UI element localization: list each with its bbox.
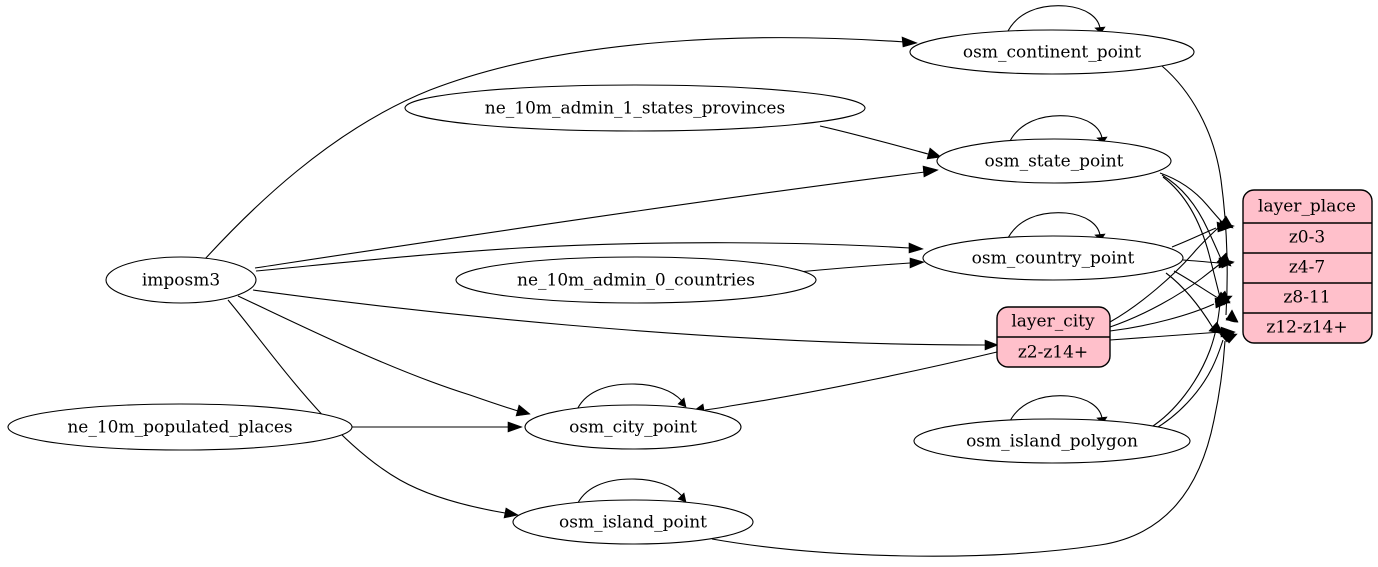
node-ne_10m_admin_1_states_provinces[interactable]: ne_10m_admin_1_states_provinces [404,84,866,132]
edge-imposm3-to-osm_country_point [255,242,911,272]
node-label-ne_10m_populated_places: ne_10m_populated_places [67,418,292,438]
arrowhead-states_provinces-osm_state_point [926,147,942,160]
edge-imposm3-to-osm_island_point [227,299,506,514]
record-row-layer_place-title[interactable]: layer_place [1258,197,1356,217]
arrowhead-imposm3-osm_country_point [908,242,924,254]
node-osm_city_point[interactable]: osm_city_point [524,404,742,450]
arrowhead-countries-osm_country_point [909,257,925,269]
edge-self-osm_continent_point [1005,5,1101,36]
node-label-osm_island_point: osm_island_point [559,513,707,533]
record-row-layer_place-z8-11[interactable]: z8-11 [1283,288,1330,308]
node-osm_continent_point[interactable]: osm_continent_point [909,29,1195,75]
node-label-osm_city_point: osm_city_point [569,418,697,438]
record-row-layer_place-z0-3[interactable]: z0-3 [1289,228,1325,248]
node-osm_state_point[interactable]: osm_state_point [936,138,1172,184]
edge-osm_continent_point-to-layer_place-z12-tail [1225,317,1239,323]
arrowhead-layercity-z4 [1219,257,1235,269]
arrowhead-layercity-z0 [1219,220,1235,232]
edge-self-osm_state_point [1007,115,1103,146]
record-row-layer_place-z12-z14[interactable]: z12-z14+ [1266,318,1347,338]
node-label-osm_island_polygon: osm_island_polygon [966,432,1138,452]
edge-osm_country_point-to-layer_place-z8 [1173,270,1219,299]
edge-osm_country_point-to-layer_place-z4 [1182,259,1220,264]
node-shape-imposm3[interactable] [105,256,257,304]
edge-osm_state_point-to-layer_place-z0 [1159,172,1223,223]
edge-osm_state_point-to-layer_place-z4 [1161,174,1222,260]
edge-layer_city-to-layer_place-z0 [1109,226,1220,323]
nodes-layer: imposm3 ne_10m_admin_1_states_provinces … [7,29,1195,545]
edge-osm_island_polygon-to-layer_place-z8 [1149,302,1221,429]
edge-ne_10m_admin_1_states_provinces-to-osm_state_point [819,125,929,155]
arrowhead-continent-z12 [1225,309,1239,323]
edge-layer_city-to-osm_city_point [704,351,998,411]
edges-layer [204,5,1239,557]
node-osm_country_point[interactable]: osm_country_point [922,235,1184,281]
edge-ne_10m_admin_0_countries-to-osm_country_point [797,262,911,273]
node-layer_place[interactable]: layer_place z0-3 z4-7 z8-11 z12-z14+ [1242,189,1373,344]
edge-self-osm_city_point [575,383,683,413]
record-row-layer_city-title[interactable]: layer_city [1011,312,1095,332]
edge-self-osm_country_point [1005,212,1101,243]
edge-imposm3-to-osm_state_point [254,171,926,269]
edge-self-osm_island_polygon [1007,395,1103,426]
node-ne_10m_admin_0_countries[interactable]: ne_10m_admin_0_countries [455,256,817,304]
arrowhead-self-osm_continent_point [1094,26,1106,34]
edge-osm_island_point-to-layer_place-z12 [711,340,1226,557]
node-shape-osm_city_point[interactable] [524,404,742,450]
edge-osm_island_polygon-to-layer_place-z12 [1152,339,1224,431]
node-shape-ne_10m_populated_places[interactable] [7,403,353,451]
node-label-osm_state_point: osm_state_point [985,152,1124,172]
node-label-ne_10m_admin_1_states_provinces: ne_10m_admin_1_states_provinces [485,99,785,119]
edge-osm_continent_point-to-layer_place-z12 [1161,65,1228,316]
node-shape-ne_10m_admin_1_states_provinces[interactable] [404,84,866,132]
record-row-layer_place-z4-7[interactable]: z4-7 [1289,258,1325,278]
node-shape-osm_island_polygon[interactable] [913,418,1191,464]
edge-imposm3-to-osm_city_point [237,295,519,412]
node-osm_island_point[interactable]: osm_island_point [512,499,754,545]
arrowhead-imposm3-osm_city_point [515,404,531,417]
edge-self-osm_island_point [575,478,683,508]
record-row-layer_city-z2-z14[interactable]: z2-z14+ [1018,343,1088,363]
edge-osm_country_point-to-layer_place-z12 [1165,272,1214,329]
node-label-osm_country_point: osm_country_point [972,249,1135,269]
node-osm_island_polygon[interactable]: osm_island_polygon [913,418,1191,464]
arrowhead-islandpoly-z8 [1217,295,1233,306]
edge-osm_country_point-to-layer_place-z0 [1171,227,1217,248]
node-layer_city[interactable]: layer_city z2-z14+ [996,306,1111,368]
edge-imposm3-to-layer_city [252,289,986,346]
record-shape-layer_place[interactable] [1242,189,1373,344]
arrowhead-imposm3-osm_continent_point [901,36,918,48]
edge-layer_city-to-layer_place-z4 [1109,263,1221,328]
arrowhead-imposm3-layer_city [984,339,999,351]
arrowhead-self-osm_island_point [677,492,687,503]
node-label-osm_continent_point: osm_continent_point [963,43,1141,63]
arrowhead-imposm3-osm_state_point [922,165,939,178]
node-label-imposm3: imposm3 [142,271,220,291]
arrowhead-self-osm_city_point [677,397,687,408]
edge-osm_state_point-to-layer_place-z8 [1162,176,1221,298]
node-shape-ne_10m_admin_0_countries[interactable] [455,256,817,304]
node-label-ne_10m_admin_0_countries: ne_10m_admin_0_countries [517,271,755,291]
node-shape-osm_continent_point[interactable] [909,29,1195,75]
node-ne_10m_populated_places[interactable]: ne_10m_populated_places [7,403,353,451]
record-nodes-layer: layer_city z2-z14+ layer_place z0-3 z4-7… [996,189,1373,368]
arrowhead-islandpoint-z12 [1222,333,1238,344]
node-imposm3[interactable]: imposm3 [105,256,257,304]
arrowhead-populated_places-osm_city_point [507,421,523,433]
arrowhead-imposm3-osm_island_point [503,507,519,519]
node-shape-osm_state_point[interactable] [936,138,1172,184]
edge-imposm3-to-osm_continent_point [204,37,906,260]
node-shape-osm_island_point[interactable] [512,499,754,545]
node-shape-osm_country_point[interactable] [922,235,1184,281]
edge-layer_city-to-layer_place-z8 [1109,303,1215,332]
edge-layer_city-to-layer_place-z12 [1109,331,1222,341]
